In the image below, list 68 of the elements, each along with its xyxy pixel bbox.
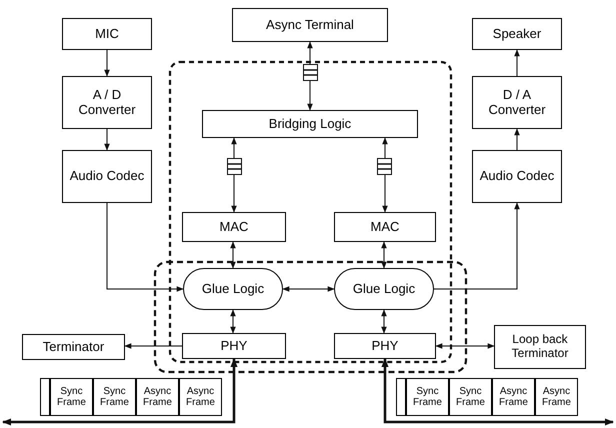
frame-cell: [50, 378, 93, 416]
arrow: [382, 137, 388, 213]
block-box: [334, 212, 436, 242]
node-label: Async Frame: [541, 386, 572, 408]
node-label: Sync Frame: [455, 386, 486, 408]
node-label: Glue Logic: [200, 282, 266, 296]
block-box: [62, 76, 152, 129]
arrow: [282, 286, 335, 292]
block-box: [494, 325, 586, 369]
block-box: [472, 150, 562, 203]
block-box: [334, 333, 436, 359]
arrow: [230, 241, 236, 269]
frame-cell: [136, 378, 179, 416]
bus-line: [2, 358, 238, 426]
block-box: [22, 334, 125, 360]
node-label: Async Frame: [185, 386, 216, 408]
glue-logic-pill: [183, 268, 283, 310]
node-label: A / D Converter: [77, 88, 137, 118]
arrow: [381, 241, 387, 269]
arrow: [104, 128, 110, 151]
block-box: [232, 8, 388, 42]
block-box: [182, 333, 286, 359]
node-label: Loop back Terminator: [510, 333, 570, 361]
arrow: [434, 202, 520, 290]
arrow: [104, 50, 110, 77]
node-label: MIC: [94, 26, 120, 42]
frame-cell: [179, 378, 222, 416]
node-label: Sync Frame: [56, 386, 87, 408]
node-label: Bridging Logic: [268, 116, 352, 132]
frame-cell: [492, 378, 535, 416]
arrow: [231, 137, 237, 213]
node-label: Speaker: [492, 26, 542, 42]
node-label: Glue Logic: [352, 282, 416, 296]
node-label: Terminator: [42, 340, 106, 354]
block-box: [472, 76, 562, 129]
block-box: [62, 18, 152, 50]
node-label: PHY: [220, 338, 248, 354]
block-box: [62, 150, 152, 203]
frame-cell: [535, 378, 578, 416]
frame-cell: [406, 378, 449, 416]
node-label: Sync Frame: [412, 386, 443, 408]
arrow: [124, 343, 182, 349]
node-label: MAC: [370, 220, 400, 234]
frame-cell: [93, 378, 136, 416]
arrow: [381, 309, 387, 334]
empty-cell: [396, 378, 406, 416]
arrow: [230, 309, 236, 334]
arrow: [514, 49, 520, 76]
node-label: PHY: [370, 338, 400, 354]
block-box: [472, 18, 562, 50]
glue-logic-pill: [334, 268, 434, 310]
arrow: [106, 202, 184, 292]
arrow: [514, 128, 520, 150]
block-box: [182, 212, 286, 242]
node-label: Audio Codec: [478, 169, 556, 184]
arrow: [435, 343, 495, 349]
bus-line: [381, 358, 614, 426]
block-box: [202, 110, 418, 138]
node-label: MAC: [218, 220, 250, 234]
node-label: Async Frame: [498, 386, 529, 408]
frame-cell: [449, 378, 492, 416]
node-label: D / A Converter: [487, 88, 547, 118]
node-label: Audio Codec: [68, 169, 146, 184]
node-label: Async Terminal: [265, 18, 355, 32]
node-label: Sync Frame: [99, 386, 130, 408]
arrow: [307, 41, 313, 111]
node-label: Async Frame: [142, 386, 173, 408]
empty-cell: [40, 378, 50, 416]
